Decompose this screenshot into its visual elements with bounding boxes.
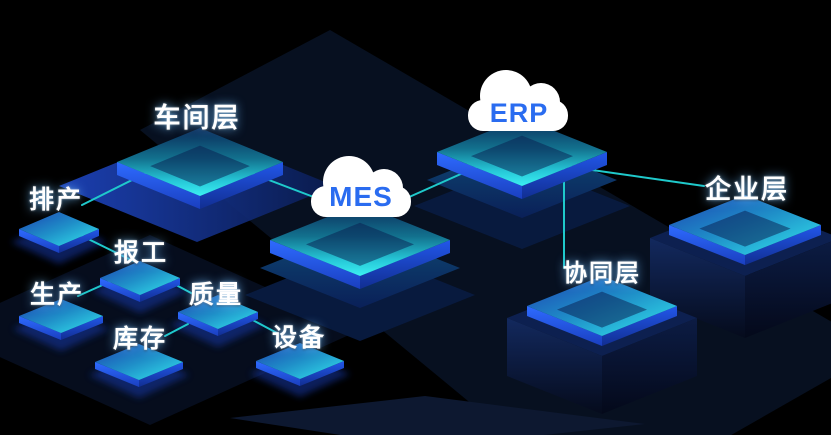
enterprise-base-left bbox=[650, 238, 745, 338]
work-reporting-label: 报工 bbox=[113, 239, 169, 267]
quality-top bbox=[178, 295, 258, 329]
equipment-side-right bbox=[300, 361, 344, 386]
inventory-label: 库存 bbox=[112, 325, 168, 353]
collaboration-base-right bbox=[602, 318, 697, 414]
platform-equipment bbox=[256, 343, 344, 386]
erp-base-side-left bbox=[437, 152, 522, 199]
erp-cloud-body bbox=[468, 100, 568, 131]
quality-side-right bbox=[218, 312, 258, 336]
production-label: 生产 bbox=[29, 281, 85, 309]
mes-cloud-body bbox=[311, 186, 411, 217]
equipment-top bbox=[256, 343, 344, 379]
workshop-side-left bbox=[117, 162, 200, 209]
erp-base-top-inner bbox=[471, 135, 573, 177]
enterprise-side-right bbox=[745, 225, 821, 265]
equipment-label: 设备 bbox=[271, 324, 327, 352]
scheduling-top bbox=[19, 212, 99, 246]
platform-production bbox=[19, 299, 103, 340]
reporting-side-right bbox=[140, 278, 180, 302]
inventory-side-left bbox=[95, 362, 139, 387]
reporting-top bbox=[100, 261, 180, 295]
mes-base-top-inner bbox=[306, 222, 414, 266]
inventory-top bbox=[95, 344, 183, 380]
quality-label: 质量 bbox=[188, 281, 244, 309]
scheduling-side-right bbox=[59, 229, 99, 253]
scheduling-label: 排产 bbox=[28, 186, 84, 214]
enterprise-top-inner bbox=[699, 210, 791, 247]
production-top bbox=[19, 299, 103, 333]
collaboration-base-left bbox=[507, 318, 602, 414]
platform-reporting bbox=[100, 261, 180, 302]
reporting-side-left bbox=[100, 278, 140, 302]
platform-inventory bbox=[95, 344, 183, 387]
platform-scheduling bbox=[19, 212, 99, 253]
collaboration-side-right bbox=[602, 306, 677, 346]
scene-root bbox=[0, 30, 831, 435]
mes-base-side-left bbox=[270, 240, 360, 289]
erp-base-side-right bbox=[522, 152, 607, 199]
workshop-layer-label: 车间层 bbox=[153, 103, 241, 133]
production-side-left bbox=[19, 316, 61, 340]
scheduling-side-left bbox=[19, 229, 59, 253]
platform-collaboration bbox=[527, 276, 677, 346]
enterprise-base-right bbox=[745, 241, 831, 338]
equipment-side-left bbox=[256, 361, 300, 386]
platform-mes-base bbox=[270, 204, 450, 289]
collaboration-side-left bbox=[527, 306, 602, 346]
platform-workshop bbox=[117, 128, 283, 209]
collaboration-layer-label: 协同层 bbox=[563, 260, 641, 287]
platform-quality bbox=[178, 295, 258, 336]
workshop-top-inner bbox=[150, 145, 250, 187]
enterprise-layer-label: 企业层 bbox=[704, 174, 790, 204]
mes-cloud-icon bbox=[311, 156, 411, 217]
platform-erp-base bbox=[437, 118, 607, 199]
collaboration-top-inner bbox=[557, 291, 647, 328]
mes-cloud-label: MES bbox=[329, 181, 393, 212]
inventory-side-right bbox=[139, 362, 183, 387]
production-side-right bbox=[61, 316, 103, 340]
erp-cloud-label: ERP bbox=[489, 98, 549, 128]
bg-swath-lower-left bbox=[0, 235, 360, 425]
connector-quality-inventory bbox=[164, 323, 189, 337]
platform-enterprise bbox=[669, 195, 821, 265]
bg-swath-bottom bbox=[230, 396, 645, 435]
erp-cloud-icon bbox=[468, 70, 568, 131]
quality-side-left bbox=[178, 312, 218, 336]
mes-base-side-right bbox=[360, 240, 450, 289]
workshop-side-right bbox=[200, 162, 283, 209]
enterprise-side-left bbox=[669, 225, 745, 265]
